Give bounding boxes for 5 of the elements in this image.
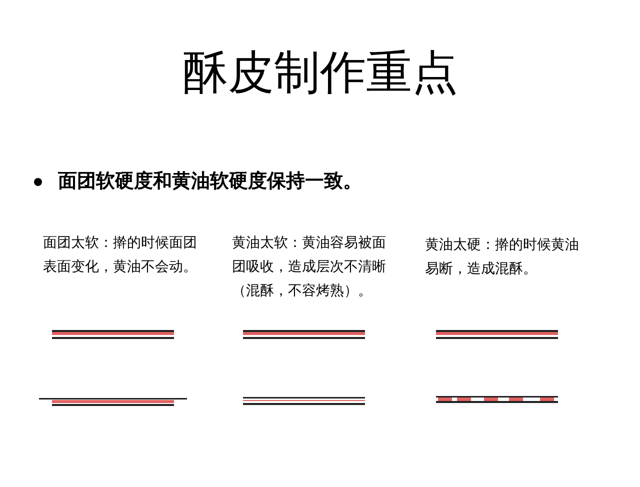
slide-title: 酥皮制作重点 <box>181 44 459 101</box>
note-text: 面团太软：擀的时候面团表面变化，黄油不会动。 <box>43 234 198 277</box>
note-text: 黄油太硬：擀的时候黄油易断，造成混酥。 <box>425 236 580 279</box>
note-text: 黄油太软：黄油容易被面团吸收，造成层次不清晰（混酥，不容烤熟）。 <box>232 234 387 301</box>
bullet-text: 面团软硬度和黄油软硬度保持一致。 <box>58 169 362 194</box>
